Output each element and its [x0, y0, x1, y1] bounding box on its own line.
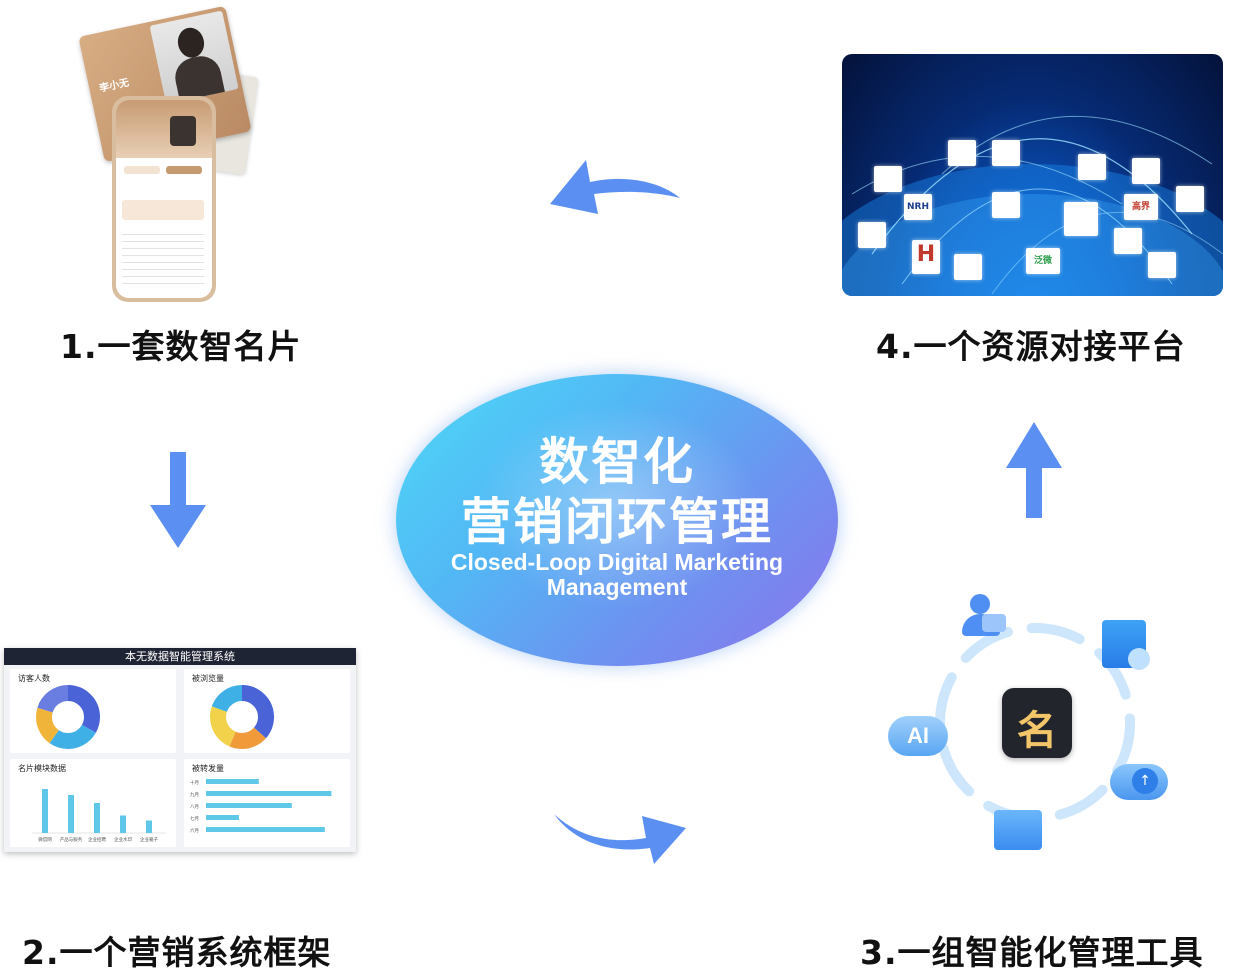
bar-category-label: 微官网	[38, 836, 52, 843]
center-subtitle: Closed-Loop Digital Marketing Management	[450, 549, 784, 600]
bar-category-label: 产品与服务	[60, 836, 83, 843]
panel-views-title: 被浏览量	[192, 674, 224, 683]
partner-logo-gaojie: 高界	[1124, 194, 1158, 220]
donut-chart-visitors	[36, 685, 100, 749]
partner-logo-fanwei: 泛微	[1026, 248, 1060, 274]
partner-logo	[1078, 154, 1106, 180]
hbar	[206, 815, 239, 820]
hbar	[206, 791, 332, 796]
user-icon	[960, 594, 1008, 640]
card-photo	[149, 10, 239, 105]
bar	[94, 803, 100, 833]
phone-avatar	[170, 116, 196, 146]
partner-logo	[954, 254, 982, 280]
hbar	[206, 803, 292, 808]
dashboard-screenshot: 本无数据智能管理系统 访客人数 被浏览量 名片模块数据 微官网 产品与服务企业招聘…	[4, 648, 356, 852]
panel-forwards-title: 被转发量	[192, 764, 224, 773]
card-name: 李小无	[98, 77, 131, 95]
partner-logo	[992, 140, 1020, 166]
panel-views: 被浏览量	[184, 669, 350, 753]
bar	[120, 815, 126, 833]
arrow-card-to-system-icon	[150, 452, 206, 548]
center-title-line2: 营销闭环管理	[461, 493, 773, 551]
step-2-label: 2.一个营销系统框架	[22, 933, 332, 972]
resource-platform-image: NRH 高界 H 泛微	[842, 54, 1223, 296]
partner-logo	[1148, 252, 1176, 278]
hbar	[206, 779, 259, 784]
step-4-label: 4.一个资源对接平台	[876, 327, 1186, 366]
user-card	[982, 614, 1006, 632]
phone-button-2	[166, 166, 202, 174]
ai-icon: AI	[888, 716, 948, 756]
business-card-illustration: 李小无	[78, 5, 260, 310]
hbar	[206, 827, 325, 832]
cloud-upload-icon: ↑	[1110, 764, 1168, 800]
partner-logo	[948, 140, 976, 166]
trend-badge	[1128, 648, 1150, 670]
bar-category-label: 企业水印	[114, 836, 132, 843]
partner-logo	[874, 166, 902, 192]
step-3-label: 3.一组智能化管理工具	[860, 933, 1204, 972]
donut-chart-views	[210, 685, 274, 749]
avatar-body	[171, 52, 225, 102]
panel-forwards: 被转发量 十月九月八月七月六月	[184, 759, 350, 847]
partner-logo	[992, 192, 1020, 218]
hbar-category-label: 八月	[190, 804, 199, 810]
dashboard-title: 本无数据智能管理系统	[4, 648, 356, 665]
phone-band	[122, 200, 204, 220]
bar	[42, 789, 48, 833]
partner-logo	[1132, 158, 1160, 184]
report-icon	[1102, 620, 1150, 670]
partner-logo	[858, 222, 886, 248]
phone-text-lines	[122, 228, 204, 288]
folder-icon	[994, 810, 1042, 850]
phone-header	[116, 100, 212, 158]
hbar-category-label: 六月	[190, 827, 199, 834]
hbar-category-label: 九月	[190, 791, 199, 798]
center-title-line1: 数智化	[539, 433, 695, 491]
ai-label: AI	[907, 723, 929, 748]
arrow-curved-left-icon	[550, 160, 680, 214]
center-ellipse: 数智化 营销闭环管理 Closed-Loop Digital Marketing…	[396, 374, 838, 666]
upload-arrow-icon: ↑	[1132, 768, 1158, 794]
bar-chart-card-modules: 微官网 产品与服务企业招聘 企业水印 企业箱子	[32, 789, 166, 843]
phone	[112, 96, 216, 302]
panel-card-modules-title: 名片模块数据	[18, 764, 66, 773]
partner-logo-nrh: NRH	[904, 194, 932, 220]
partner-logo	[1114, 228, 1142, 254]
bar-category-label: 企业箱子	[140, 836, 158, 843]
arrow-tools-to-platform-icon	[1006, 422, 1062, 518]
bar	[146, 820, 152, 833]
partner-logo	[1064, 202, 1098, 236]
center-app-icon: 名	[1002, 688, 1072, 758]
step-1-label: 1.一套数智名片	[60, 327, 302, 366]
panel-card-modules: 名片模块数据 微官网 产品与服务企业招聘 企业水印 企业箱子	[10, 759, 176, 847]
bar-category-label: 企业招聘	[88, 836, 106, 843]
app-logo-glyph: 名	[1017, 708, 1057, 754]
tools-illustration: 名 AI ↑	[880, 588, 1180, 858]
hbar-category-label: 七月	[190, 815, 199, 822]
user-head	[970, 594, 990, 614]
panel-visitors-title: 访客人数	[18, 674, 50, 683]
panel-visitors: 访客人数	[10, 669, 176, 753]
partner-logo	[1176, 186, 1204, 212]
arrow-curved-right-icon	[554, 814, 686, 864]
partner-logo-h: H	[912, 240, 940, 274]
avatar	[175, 25, 207, 61]
hbar-category-label: 十月	[190, 779, 199, 786]
bar	[68, 795, 74, 833]
phone-screen	[116, 100, 212, 298]
phone-button	[124, 166, 160, 174]
